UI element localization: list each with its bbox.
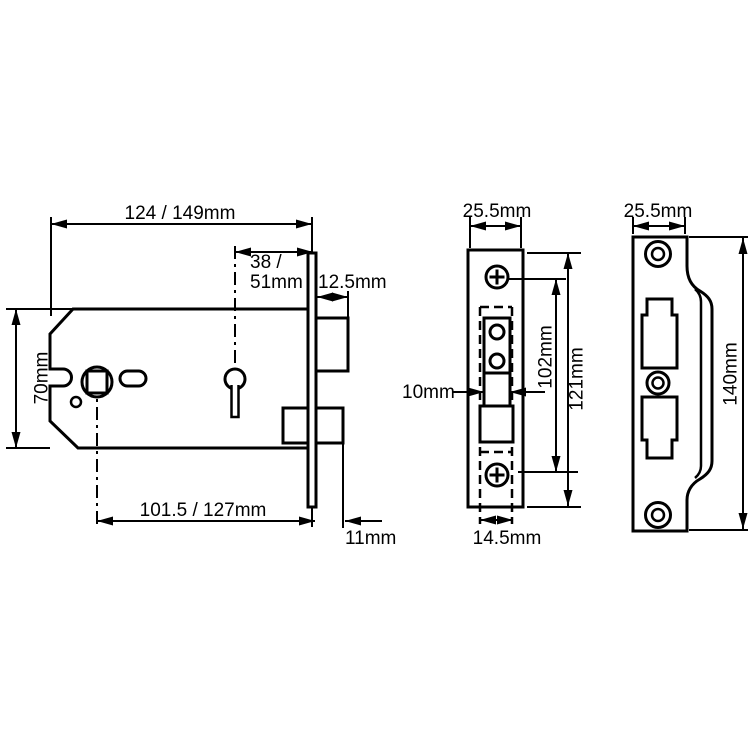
strike-lip-crease [694, 288, 703, 479]
deadbolt-face [478, 404, 515, 444]
dim-faceplate-width-label: 25.5mm [463, 201, 532, 222]
dim-strike-width-label: 25.5mm [624, 201, 693, 222]
strike-plate-view: 25.5mm 140mm [624, 201, 748, 533]
dim-overall-length-label: 124 / 149mm [125, 203, 236, 224]
roller-bottom [488, 352, 506, 370]
dim-keyhole-backset: 38 / 51mm [235, 247, 313, 293]
dim-overall-length: 124 / 149mm [50, 203, 313, 316]
deadbolt-side-inner [281, 406, 310, 445]
dim-keyhole-backset-label-line1: 38 / [250, 252, 282, 273]
spindle-square-hole [85, 369, 109, 395]
dim-strike-width: 25.5mm [624, 201, 693, 234]
dim-strike-height-label: 140mm [721, 342, 742, 405]
dim-deadbolt-throw-label: 11mm [345, 528, 396, 549]
latchbolt-side [314, 316, 350, 373]
dim-faceplate-width: 25.5mm [463, 201, 532, 248]
screw-hole-top [644, 240, 672, 268]
screw-hole-inner [650, 246, 666, 262]
dim-latchbolt-throw: 12.5mm [317, 272, 387, 318]
dim-screw-centres: 102mm [508, 278, 578, 473]
faceplate-view: 25.5mm 10mm 102mm 121mm [402, 201, 588, 549]
deadbolt-side-outer [314, 406, 345, 445]
faceplate-edge [306, 251, 318, 509]
lock-body-outline [48, 307, 308, 450]
latch-cutout [640, 297, 679, 370]
phillips-screw-bottom [484, 462, 510, 488]
dim-case-width: 14.5mm [473, 515, 542, 549]
dim-spindle-backset: 101.5 / 127mm 11mm [97, 443, 396, 549]
screw-hole-middle [645, 370, 671, 396]
fixing-hole [69, 395, 83, 409]
dim-bolt-width-label: 10mm [402, 382, 455, 403]
dim-spindle-backset-label: 101.5 / 127mm [140, 500, 267, 521]
hidden-case-lines [478, 305, 514, 524]
roller-latch [482, 316, 512, 406]
spindle-follower [80, 365, 114, 399]
handle-slot [118, 369, 148, 388]
dim-latchbolt-throw-label: 12.5mm [318, 272, 387, 293]
screw-hole-inner [650, 507, 666, 523]
roller-top [488, 323, 506, 341]
keyhole-stem [230, 385, 240, 419]
lock-body-view: 124 / 149mm 38 / 51mm 12.5mm 70mm [6, 203, 396, 549]
dim-faceplate-height: 121mm [527, 252, 588, 508]
dim-keyhole-backset-label-line2: 51mm [250, 272, 303, 293]
dim-strike-height: 140mm [689, 236, 748, 531]
dim-case-height-label: 70mm [32, 352, 53, 405]
keyhole-icon [223, 367, 247, 419]
screw-hole-bottom [644, 501, 672, 529]
faceplate-outline [466, 248, 525, 509]
dim-case-width-label: 14.5mm [473, 528, 542, 549]
dim-case-height: 70mm [6, 308, 73, 449]
dim-faceplate-height-label: 121mm [567, 347, 588, 410]
screw-hole-inner [651, 376, 665, 390]
dim-screw-centres-label: 102mm [536, 325, 557, 388]
dim-bolt-width: 10mm [402, 382, 545, 403]
phillips-screw-top [484, 264, 510, 290]
deadbolt-cutout [640, 395, 679, 460]
